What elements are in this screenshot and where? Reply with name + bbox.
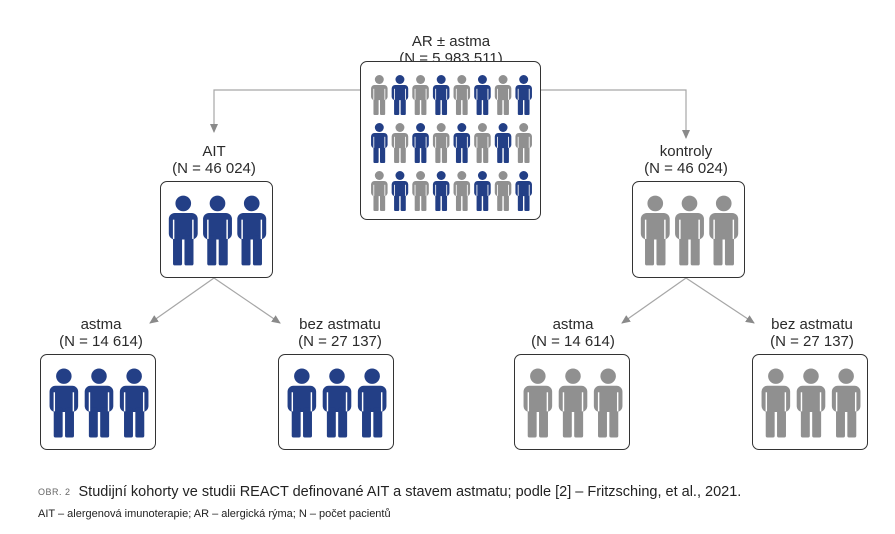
person-figure-icon [432,75,450,115]
person-figure-icon [412,75,429,115]
person-figure-icon [515,171,532,211]
cohort-diagram: AR ± astma (N = 5 983 511) AIT (N = 46 0… [40,33,868,450]
person-figure-icon [391,75,409,115]
person-figure-icon [84,368,114,438]
person-figure-icon [371,123,388,163]
arrow-kontroly-to-astma [621,277,687,324]
person-figure-icon [831,368,861,438]
kontroly-count: (N = 46 024) [644,160,728,177]
person-figure-icon [494,123,512,163]
person-figure-icon [474,123,491,163]
arrow-root-to-ait [210,89,360,133]
person-figure-icon [412,123,429,163]
ait-bez-person-group [287,368,387,438]
person-figure-icon [515,75,532,115]
ait-astma-count: (N = 14 614) [59,333,143,350]
ait-bez-label: bez astmatu (N = 27 137) [298,316,382,350]
person-figure-icon [432,123,450,163]
k-astma-box [514,354,630,450]
person-figure-icon [412,171,429,211]
person-figure-icon [287,368,317,438]
k-astma-count: (N = 14 614) [531,333,615,350]
kontroly-label: kontroly (N = 46 024) [644,143,728,177]
person-figure-icon [391,123,409,163]
ait-title: AIT [202,143,226,160]
person-figure-icon [119,368,149,438]
k-bez-label: bez astmatu (N = 27 137) [770,316,854,350]
person-figure-icon [371,171,388,211]
person-figure-icon [453,123,471,163]
person-figure-icon [357,368,387,438]
ait-astma-person-group [49,368,149,438]
person-figure-icon [371,75,388,115]
k-astma-title: astma [552,316,594,333]
person-figure-icon [796,368,826,438]
ait-astma-title: astma [80,316,122,333]
person-figure-icon [494,75,512,115]
arrow-kontroly-to-bez-astmatu [685,277,755,324]
person-figure-icon [593,368,623,438]
k-bez-person-group [761,368,861,438]
kontroly-box [632,181,745,278]
person-figure-icon [640,195,670,266]
figure-number: OBR. 2 [38,487,71,497]
abbreviation-legend: AIT – alergenová imunoterapie; AR – aler… [38,508,391,520]
person-figure-icon [322,368,352,438]
ait-astma-box [40,354,156,450]
k-bez-count: (N = 27 137) [770,333,854,350]
k-astma-label: astma (N = 14 614) [531,316,615,350]
person-figure-icon [237,195,267,266]
person-figure-icon [432,171,450,211]
ait-astma-label: astma (N = 14 614) [59,316,143,350]
person-figure-icon [453,171,471,211]
ait-box [160,181,273,278]
figure-caption: OBR. 2 Studijní kohorty ve studii REACT d… [38,484,741,500]
root-person-grid [371,75,532,211]
root-box [360,61,541,220]
person-figure-icon [453,75,471,115]
arrow-ait-to-bez-astmatu [213,277,281,324]
k-bez-box [752,354,868,450]
kontroly-title: kontroly [659,143,713,160]
person-figure-icon [494,171,512,211]
person-figure-icon [203,195,232,266]
ait-person-group [168,195,267,266]
k-bez-title: bez astmatu [771,316,853,333]
person-figure-icon [474,171,491,211]
caption-text: Studijní kohorty ve studii REACT definov… [78,484,742,500]
person-figure-icon [168,195,198,266]
person-figure-icon [391,171,409,211]
person-figure-icon [675,195,704,266]
person-figure-icon [474,75,491,115]
person-figure-icon [523,368,553,438]
root-title: AR ± astma [411,33,491,50]
ait-bez-box [278,354,394,450]
ait-count: (N = 46 024) [172,160,256,177]
person-figure-icon [558,368,588,438]
person-figure-icon [515,123,532,163]
person-figure-icon [709,195,739,266]
person-figure-icon [761,368,791,438]
ait-bez-count: (N = 27 137) [298,333,382,350]
person-figure-icon [49,368,79,438]
arrow-root-to-kontroly [541,89,690,139]
k-astma-person-group [523,368,623,438]
ait-label: AIT (N = 46 024) [172,143,256,177]
kontroly-person-group [640,195,739,266]
arrow-ait-to-astma [149,277,215,324]
ait-bez-title: bez astmatu [299,316,381,333]
connector-lines [149,89,755,324]
